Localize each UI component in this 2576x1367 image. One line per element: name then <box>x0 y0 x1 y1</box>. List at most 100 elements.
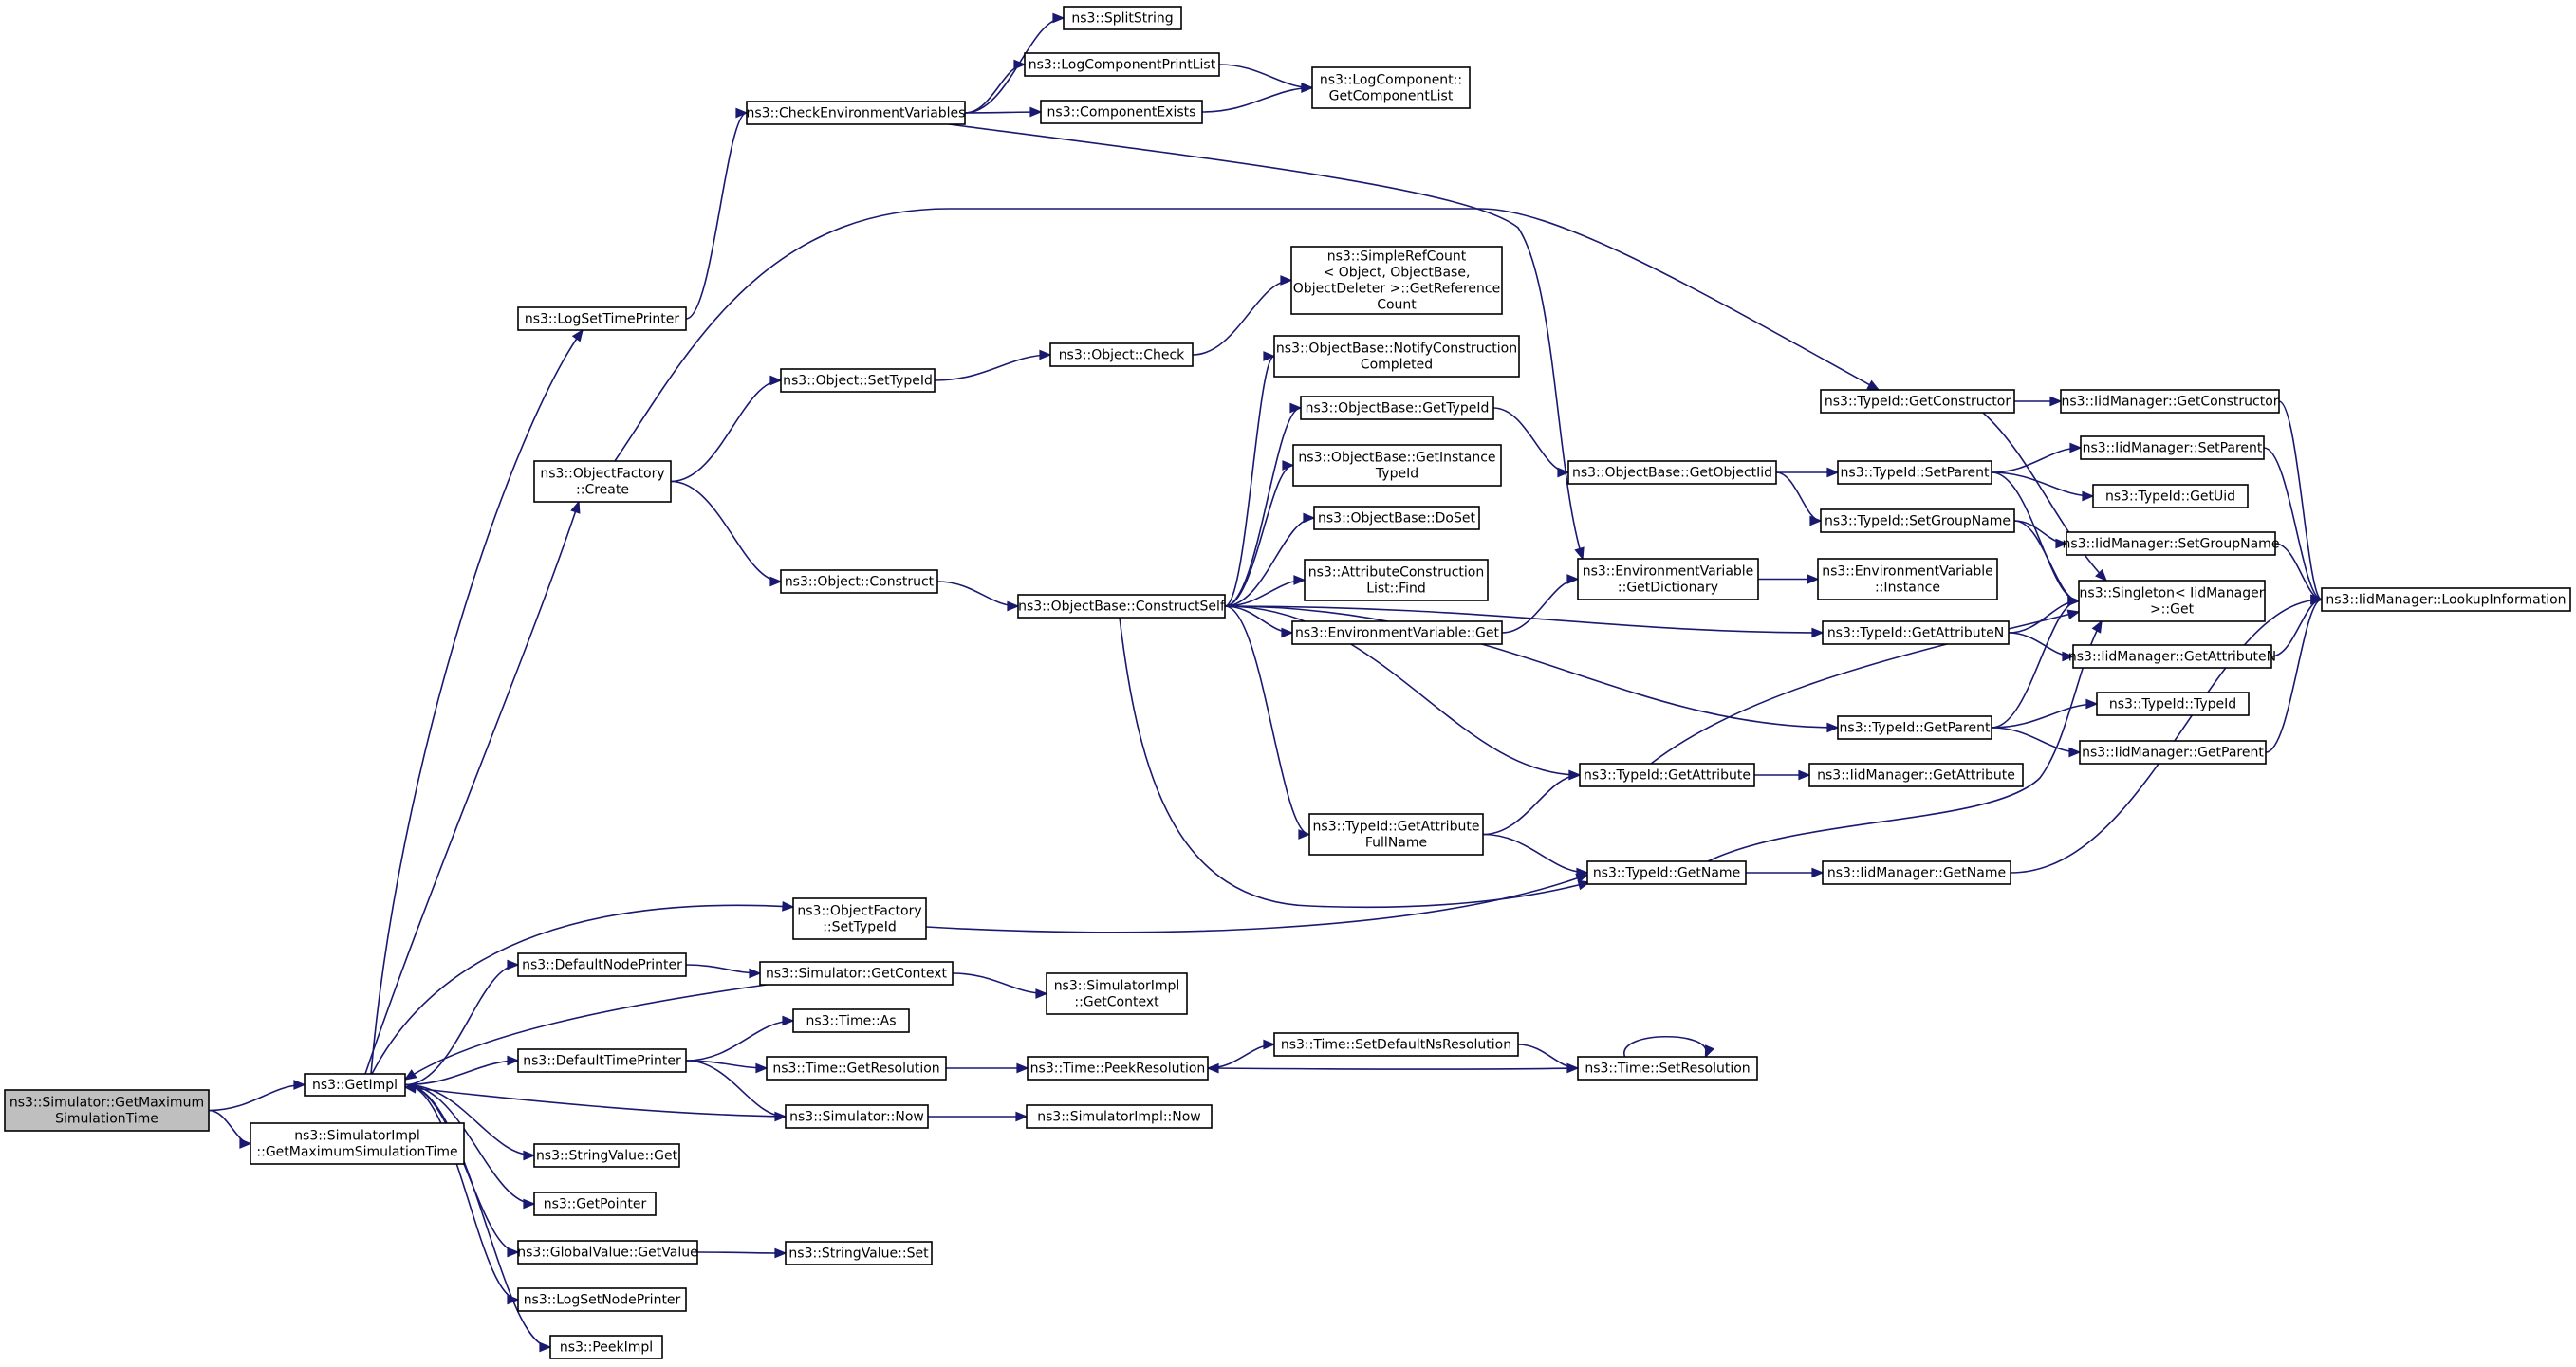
node-string-value-set[interactable]: ns3::StringValue::Set <box>785 1241 933 1265</box>
function-nodes: ns3::Simulator::GetMaximumSimulationTime… <box>4 6 2571 1359</box>
node-type-id-set-parent[interactable]: ns3::TypeId::SetParent <box>1837 460 1992 485</box>
node-default-node-printer[interactable]: ns3::DefaultNodePrinter <box>517 952 687 977</box>
node-simulator-now[interactable]: ns3::Simulator::Now <box>785 1104 929 1129</box>
node-box <box>2079 740 2267 765</box>
node-object-factory-set-type-id[interactable]: ns3::ObjectFactory::SetTypeId <box>792 897 927 940</box>
node-box <box>517 952 687 977</box>
node-label: ::GetMaximumSimulationTime <box>256 1145 457 1160</box>
call-edge-GlobalValueGetValue-to-StringValueSet <box>696 1251 787 1254</box>
node-iid-set-group-name[interactable]: ns3::IidManager::SetGroupName <box>2063 531 2280 556</box>
node-construct-self[interactable]: ns3::ObjectBase::ConstructSelf <box>1017 594 1226 619</box>
node-env-var-instance[interactable]: ns3::EnvironmentVariable::Instance <box>1817 558 1998 600</box>
node-root[interactable]: ns3::Simulator::GetMaximumSimulationTime <box>4 1089 210 1132</box>
call-edge-GetImpl-to-StringValueGet <box>404 1083 535 1156</box>
node-label: ns3::Object::Check <box>1059 348 1185 363</box>
node-box <box>759 961 954 986</box>
node-box <box>785 1104 929 1129</box>
node-component-exists[interactable]: ns3::ComponentExists <box>1040 100 1203 124</box>
node-label: ::GetDictionary <box>1618 581 1718 596</box>
call-edge-ConstructSelf-to-ObjectBaseGetInstanceTypeId <box>1224 464 1294 607</box>
node-iid-get-attribute[interactable]: ns3::IidManager::GetAttribute <box>1808 763 2024 787</box>
node-label: ns3::Time::PeekResolution <box>1030 1062 1206 1077</box>
node-simple-ref-count[interactable]: ns3::SimpleRefCount< Object, ObjectBase,… <box>1290 246 1503 315</box>
node-simulator-impl-get-context[interactable]: ns3::SimulatorImpl::GetContext <box>1046 972 1188 1015</box>
node-type-id-get-uid[interactable]: ns3::TypeId::GetUid <box>2092 484 2249 508</box>
node-simulator-impl-now[interactable]: ns3::SimulatorImpl::Now <box>1026 1104 1213 1129</box>
node-singleton-get[interactable]: ns3::Singleton< IidManager>::Get <box>2078 580 2266 622</box>
node-split-string[interactable]: ns3::SplitString <box>1063 6 1182 30</box>
node-check-env[interactable]: ns3::CheckEnvironmentVariables <box>746 101 966 125</box>
node-log-component-get-list[interactable]: ns3::LogComponent::GetComponentList <box>1311 66 1471 109</box>
node-box <box>792 1008 910 1033</box>
node-type-id-get-parent[interactable]: ns3::TypeId::GetParent <box>1837 715 1992 740</box>
node-get-pointer[interactable]: ns3::GetPointer <box>533 1192 657 1216</box>
node-type-id-get-attribute-n[interactable]: ns3::TypeId::GetAttributeN <box>1822 620 2010 645</box>
node-box <box>1049 342 1194 367</box>
node-label: ns3::EnvironmentVariable::Get <box>1295 626 1499 641</box>
node-object-base-get-object-iid[interactable]: ns3::ObjectBase::GetObjectIid <box>1567 460 1777 485</box>
call-edge-EnvVarGet-to-EnvVarGetDictionary-arrowhead <box>1566 574 1580 584</box>
node-object-check[interactable]: ns3::Object::Check <box>1049 342 1194 367</box>
node-iid-get-constructor[interactable]: ns3::IidManager::GetConstructor <box>2060 389 2280 414</box>
node-label: ns3::TypeId::GetAttributeN <box>1827 626 2004 641</box>
node-env-var-get[interactable]: ns3::EnvironmentVariable::Get <box>1291 620 1503 645</box>
node-time-set-resolution[interactable]: ns3::Time::SetResolution <box>1577 1056 1758 1081</box>
call-edge-TypeIdGetParent-to-TypeIdTypeId <box>1991 703 2098 729</box>
node-type-id-get-name[interactable]: ns3::TypeId::GetName <box>1586 860 1747 885</box>
node-iid-get-attribute-n[interactable]: ns3::IidManager::GetAttributeN <box>2068 644 2276 669</box>
node-log-set-time-printer[interactable]: ns3::LogSetTimePrinter <box>517 306 687 331</box>
node-object-base-get-type-id[interactable]: ns3::ObjectBase::GetTypeId <box>1300 396 1494 420</box>
node-env-var-get-dictionary[interactable]: ns3::EnvironmentVariable::GetDictionary <box>1577 558 1759 600</box>
call-edge-TypeIdGetParent-to-SingletonGet-arrowhead <box>2067 596 2081 606</box>
node-label: ns3::TypeId::GetParent <box>1840 721 1991 736</box>
call-edge-TypeIdSetParent-to-TypeIdGetUid <box>1991 471 2094 497</box>
node-object-construct[interactable]: ns3::Object::Construct <box>780 569 938 594</box>
call-edge-TypeIdGetName-to-SingletonGet <box>1707 620 2103 862</box>
node-type-id-get-attribute[interactable]: ns3::TypeId::GetAttribute <box>1579 763 1755 787</box>
node-time-as[interactable]: ns3::Time::As <box>792 1008 910 1033</box>
node-sim-impl-get-max[interactable]: ns3::SimulatorImpl::GetMaximumSimulation… <box>250 1122 465 1165</box>
node-iid-lookup-information[interactable]: ns3::IidManager::LookupInformation <box>2321 587 2571 612</box>
node-iid-get-name[interactable]: ns3::IidManager::GetName <box>1822 860 2011 885</box>
node-label: < Object, ObjectBase, <box>1324 266 1471 281</box>
node-object-base-do-set[interactable]: ns3::ObjectBase::DoSet <box>1313 506 1480 530</box>
node-global-value-get-value[interactable]: ns3::GlobalValue::GetValue <box>517 1240 698 1265</box>
node-type-id-set-group-name[interactable]: ns3::TypeId::SetGroupName <box>1820 508 2015 533</box>
node-box <box>1820 508 2015 533</box>
node-time-set-default-ns-resolution[interactable]: ns3::Time::SetDefaultNsResolution <box>1273 1032 1519 1057</box>
node-string-value-get[interactable]: ns3::StringValue::Get <box>533 1143 680 1168</box>
node-simulator-get-context[interactable]: ns3::Simulator::GetContext <box>759 961 954 986</box>
node-time-peek-resolution[interactable]: ns3::Time::PeekResolution <box>1027 1056 1209 1081</box>
call-edge-TimePeekResolution-to-TimeSetDefaultNsResolution-arrowhead <box>1263 1039 1276 1050</box>
node-iid-get-parent[interactable]: ns3::IidManager::GetParent <box>2079 740 2267 765</box>
node-label: ns3::ObjectFactory <box>540 467 664 482</box>
node-time-get-resolution[interactable]: ns3::Time::GetResolution <box>766 1056 947 1081</box>
call-edge-GlobalValueGetValue-to-StringValueSet-arrowhead <box>774 1247 788 1259</box>
call-edge-ObjectSetTypeId-to-ObjectCheck-arrowhead <box>1039 349 1052 360</box>
node-type-id-get-constructor[interactable]: ns3::TypeId::GetConstructor <box>1820 389 2015 414</box>
call-edge-SimulatorGetContext-to-SimulatorImplGetContext-arrowhead <box>1035 988 1048 999</box>
node-box <box>2072 644 2272 669</box>
node-label: ns3::GetImpl <box>312 1078 398 1093</box>
node-box <box>780 569 938 594</box>
node-notify-construction[interactable]: ns3::ObjectBase::NotifyConstructionCompl… <box>1273 335 1520 378</box>
node-get-impl[interactable]: ns3::GetImpl <box>304 1073 406 1097</box>
node-iid-set-parent[interactable]: ns3::IidManager::SetParent <box>2080 435 2265 460</box>
node-label: ns3::TypeId::GetAttribute <box>1584 768 1751 784</box>
node-log-set-node-printer[interactable]: ns3::LogSetNodePrinter <box>517 1287 687 1312</box>
node-label: ns3::LogComponentPrintList <box>1029 58 1216 73</box>
node-label: ns3::ObjectBase::GetInstance <box>1298 451 1495 466</box>
node-peek-impl[interactable]: ns3::PeekImpl <box>549 1335 663 1359</box>
node-type-id-type-id[interactable]: ns3::TypeId::TypeId <box>2096 692 2250 716</box>
node-object-factory-create[interactable]: ns3::ObjectFactory::Create <box>533 460 672 503</box>
node-log-component-print-list[interactable]: ns3::LogComponentPrintList <box>1024 52 1220 77</box>
node-box <box>1820 389 2015 414</box>
call-edge-GetImpl-to-PeekImpl-arrowhead <box>539 1341 552 1353</box>
call-edge-ConstructSelf-to-ObjectBaseDoSet-arrowhead <box>1303 512 1316 524</box>
node-default-time-printer[interactable]: ns3::DefaultTimePrinter <box>517 1048 687 1073</box>
call-edge-root-to-SimImplGetMax-arrowhead <box>239 1138 252 1149</box>
node-object-set-type-id[interactable]: ns3::Object::SetTypeId <box>780 368 936 393</box>
